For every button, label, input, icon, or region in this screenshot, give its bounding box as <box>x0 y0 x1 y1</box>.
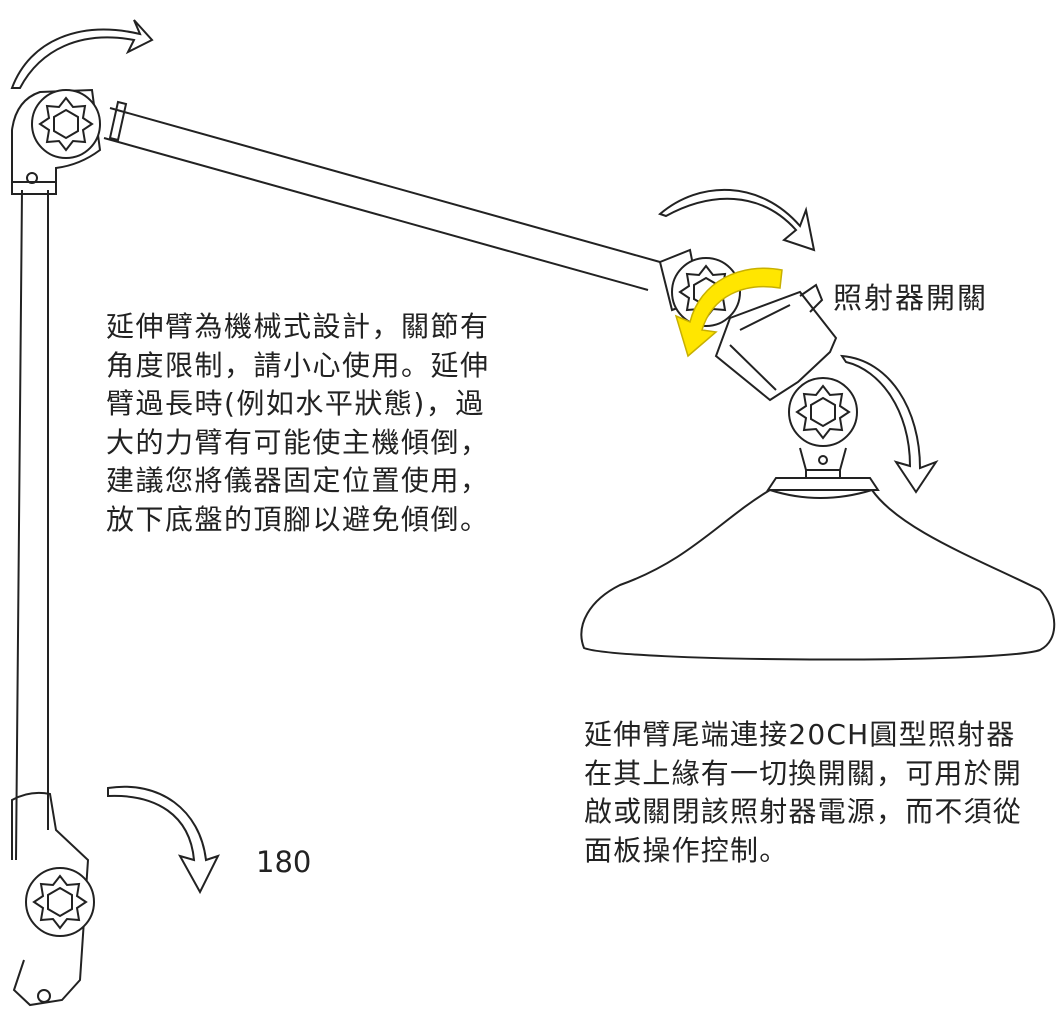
paragraph-line: 啟或關閉該照射器電源，而不須從 <box>584 795 1023 828</box>
paragraph-line: 角度限制，請小心使用。延伸 <box>106 348 490 382</box>
upper-arm-tube <box>103 107 661 291</box>
paragraph-line: 在其上緣有一切換開關，可用於開 <box>584 756 1023 790</box>
top-joint-knob <box>31 89 101 159</box>
paragraph-line: 面板操作控制。 <box>584 833 789 867</box>
rotate-arrow-top-left <box>10 19 154 89</box>
switch-tab <box>799 283 824 313</box>
rotate-arrow-bottom <box>107 785 220 895</box>
paragraph-line: 臂過長時(例如水平狀態)，過 <box>106 387 485 420</box>
switch-rotate-arrow <box>674 267 783 358</box>
paragraph-line: 大的力臂有可能使主機傾倒， <box>106 425 490 459</box>
rotate-arrow-mid <box>657 188 816 252</box>
paragraph-line: 延伸臂尾端連接20CH圓型照射器 <box>584 718 1016 751</box>
lamp-base <box>766 477 880 491</box>
lower-bracket <box>11 791 90 1007</box>
arm-caution-paragraph: 延伸臂為機械式設計，關節有 角度限制，請小心使用。延伸 臂過長時(例如水平狀態)… <box>106 308 490 539</box>
rotate-arrow-right <box>840 354 939 494</box>
pole-collar-top <box>11 181 57 195</box>
arm-collar <box>108 100 128 142</box>
lamp-joint-knob <box>788 377 858 447</box>
paragraph-line: 延伸臂為機械式設計，關節有 <box>106 310 490 343</box>
switch-housing <box>714 290 838 402</box>
switch-label: 照射器開關 <box>833 281 989 315</box>
paragraph-line: 放下底盤的頂腳以避免傾倒。 <box>106 502 490 536</box>
paragraph-line: 建議您將儀器固定位置使用， <box>106 464 490 497</box>
vertical-pole <box>15 189 49 861</box>
lamp-shade <box>580 489 1056 661</box>
bottom-joint-knob <box>25 867 95 937</box>
top-elbow <box>11 88 102 182</box>
rotation-angle-label: 180 <box>256 845 312 879</box>
switch-description-paragraph: 延伸臂尾端連接20CH圓型照射器 在其上緣有一切換開關，可用於開 啟或關閉該照射… <box>584 716 1022 870</box>
